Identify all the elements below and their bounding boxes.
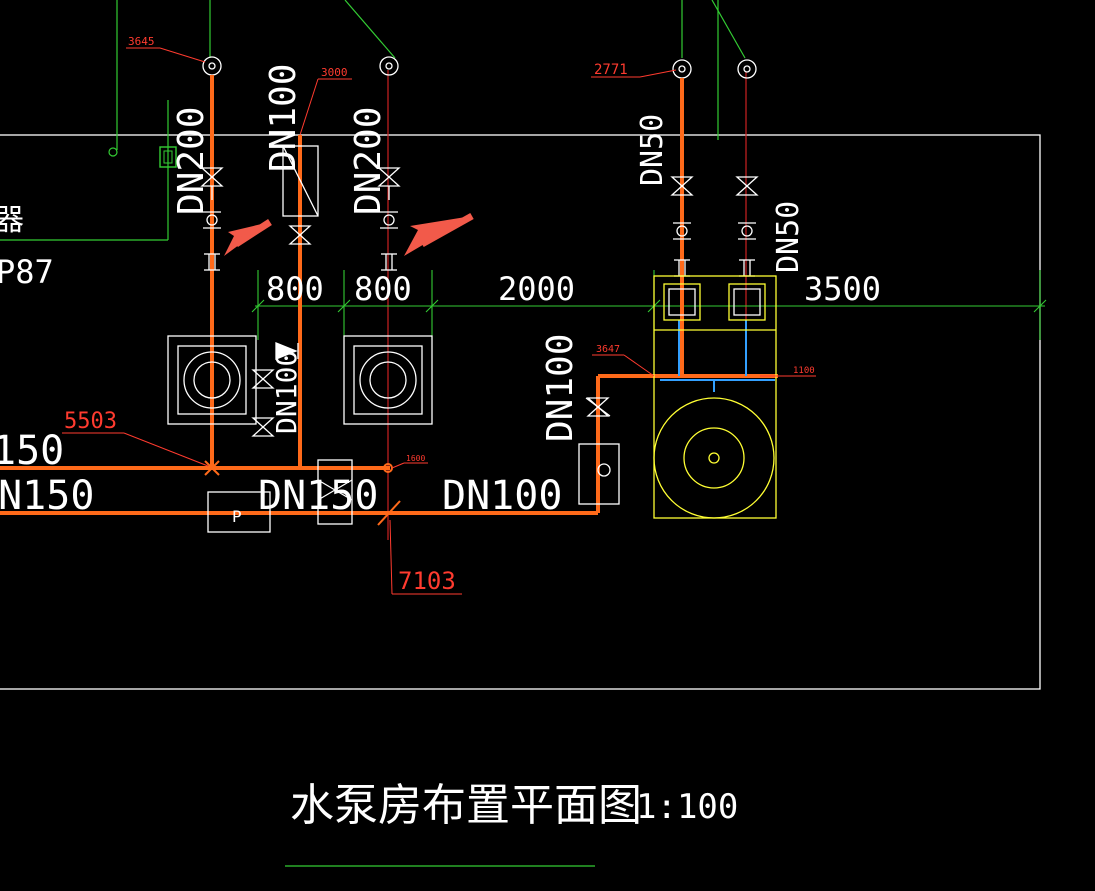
pump-icon xyxy=(343,335,433,425)
pipe-size-dn150-left: DN150 xyxy=(0,473,94,519)
blue-connectors xyxy=(660,320,775,392)
tank-icon xyxy=(653,275,777,519)
meter-box xyxy=(317,459,353,525)
pipe-size-dn100-small: DN100 xyxy=(270,350,303,434)
elevation-tag-5503: 5503 xyxy=(64,409,117,434)
gate-valve-icon xyxy=(200,167,224,200)
tank-nozzles xyxy=(668,288,761,316)
valves xyxy=(200,167,759,437)
dimension-3500: 3500 xyxy=(804,270,881,308)
flange-icon xyxy=(203,211,221,229)
elevation-tag-1100: 1100 xyxy=(793,366,815,376)
dimension-2000: 2000 xyxy=(498,270,575,308)
elevation-tag-7103: 7103 xyxy=(398,567,456,595)
room-outline xyxy=(0,134,1041,690)
green-fitting-icon xyxy=(159,146,177,168)
filter-box xyxy=(282,145,319,217)
flange-icon xyxy=(738,222,756,240)
arrow-icon xyxy=(224,219,272,256)
elevation-tag-1600: 1600 xyxy=(406,454,425,463)
pipe-markers xyxy=(204,460,401,526)
pipe-size-dn100-horizontal: DN100 xyxy=(442,473,562,519)
arrow-icon xyxy=(404,212,474,256)
gate-valve-icon xyxy=(251,417,275,437)
pump-icon xyxy=(167,335,257,425)
flex-joint-icon xyxy=(381,253,397,271)
pipe-size-dn100-vertical: DN100 xyxy=(540,334,581,442)
elevation-tag-3000: 3000 xyxy=(321,66,348,79)
riser-icon xyxy=(737,59,757,79)
flange-icon xyxy=(673,222,691,240)
flange-icon xyxy=(380,211,398,229)
gate-valve-icon xyxy=(670,176,694,196)
riser-icon xyxy=(379,56,399,76)
elevation-tag-3647: 3647 xyxy=(596,344,620,355)
check-valve-icon xyxy=(585,397,611,417)
elevation-tag-3645: 3645 xyxy=(128,35,155,48)
dimension-800-b: 800 xyxy=(354,270,412,308)
riser-icon xyxy=(672,59,692,79)
drawing-title: 水泵房布置平面图 xyxy=(290,780,642,831)
drawing-scale: 1:100 xyxy=(636,787,738,827)
pressure-box xyxy=(207,491,271,533)
pipe-size-dn150-center: DN150 xyxy=(258,473,378,519)
check-valve-icon xyxy=(275,342,299,360)
pipe-size-dn200-right: DN200 xyxy=(348,107,389,215)
left-fragment-char: 器 xyxy=(0,203,24,238)
tag-leaders xyxy=(62,47,816,595)
pipe-size-dn50-right: DN50 xyxy=(771,201,806,273)
gate-valve-icon xyxy=(377,167,401,200)
left-fragment-150: 150 xyxy=(0,428,64,474)
gate-valve-icon xyxy=(735,176,759,196)
float-valve-box xyxy=(578,443,620,505)
pipe-size-dn100-top: DN100 xyxy=(263,64,304,172)
riser-icon xyxy=(202,56,222,76)
left-fragment-p87: P87 xyxy=(0,253,54,291)
green-leader-lines xyxy=(0,0,746,241)
elevation-tag-2771: 2771 xyxy=(594,62,628,78)
pipe-size-dn50-left: DN50 xyxy=(635,114,670,186)
flex-joint-icon xyxy=(739,259,755,277)
gate-valve-icon xyxy=(288,225,312,245)
gate-valve-icon xyxy=(251,369,275,389)
pipe-size-dn200-left: DN200 xyxy=(171,107,212,215)
pump-box-label: P xyxy=(232,507,242,526)
dimension-800-a: 800 xyxy=(266,270,324,308)
flex-joint-icon xyxy=(204,253,220,271)
